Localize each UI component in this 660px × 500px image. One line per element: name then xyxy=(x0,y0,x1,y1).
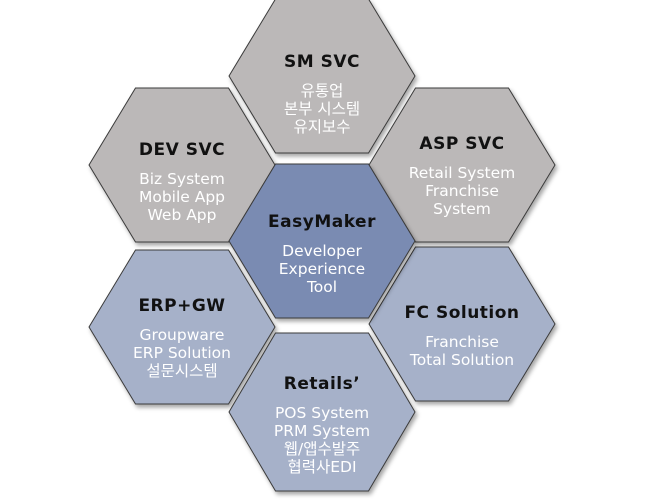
hexagon-sm-svc xyxy=(228,0,416,154)
hexagon-erp-gw xyxy=(88,249,276,405)
hexagon-line: Total Solution xyxy=(409,351,515,369)
hexagon-line: 웹/앱수발주 xyxy=(283,440,361,458)
hexagon-fc-solution-label: FC Solution Franchise Total Solution xyxy=(372,303,552,369)
hexagon-line: 협력사EDI xyxy=(287,458,357,476)
hexagon-line: POS System xyxy=(274,404,370,422)
hexagon-title: ASP SVC xyxy=(419,134,505,154)
hexagon-line: ERP Solution xyxy=(133,344,231,362)
hexagon-asp-svc xyxy=(368,87,556,243)
hexagon-line: System xyxy=(433,200,491,218)
hexagon-fc-solution xyxy=(368,246,556,402)
hexagon-line: Franchise xyxy=(425,333,499,351)
hexagon-erp-gw-label: ERP+GW Groupware ERP Solution 설문시스템 xyxy=(92,296,272,380)
hexagon-sm-svc-label: SM SVC 유통업 본부 시스템 유지보수 xyxy=(232,52,412,136)
hexagon-easymaker xyxy=(228,163,416,319)
hexagon-retails-label: Retails’ POS System PRM System 웹/앱수발주 협력… xyxy=(232,374,412,476)
hexagon-line: Developer xyxy=(282,242,362,260)
hexagon-dev-svc-label: DEV SVC Biz System Mobile App Web App xyxy=(92,140,272,224)
hexagon-title: SM SVC xyxy=(284,52,360,72)
hexagon-line: Franchise xyxy=(425,182,499,200)
hexagon-line: Biz System xyxy=(139,170,225,188)
hexagon-title: FC Solution xyxy=(404,303,520,323)
hexagon-title: DEV SVC xyxy=(138,140,226,160)
hexagon-line: Experience xyxy=(278,260,366,278)
hexagon-line: Tool xyxy=(306,278,338,296)
hexagon-title: Retails’ xyxy=(283,374,361,394)
hexagon-line: Mobile App xyxy=(138,188,226,206)
hexagon-line: 설문시스템 xyxy=(146,362,218,380)
hexagon-line: PRM System xyxy=(273,422,371,440)
hexagon-line: Web App xyxy=(147,206,217,224)
hexagon-retails xyxy=(228,332,416,492)
hexagon-line: 유지보수 xyxy=(293,118,351,136)
hexagon-line: Retail System xyxy=(408,164,516,182)
hexagon-title: ERP+GW xyxy=(138,296,226,316)
hexagon-line: 본부 시스템 xyxy=(283,100,361,118)
hexagon-asp-svc-label: ASP SVC Retail System Franchise System xyxy=(372,134,552,218)
hexagon-line: Groupware xyxy=(139,326,225,344)
hexagon-title: EasyMaker xyxy=(268,212,376,232)
hexagon-line: 유통업 xyxy=(300,82,344,100)
hexagon-easymaker-label: EasyMaker Developer Experience Tool xyxy=(232,212,412,296)
